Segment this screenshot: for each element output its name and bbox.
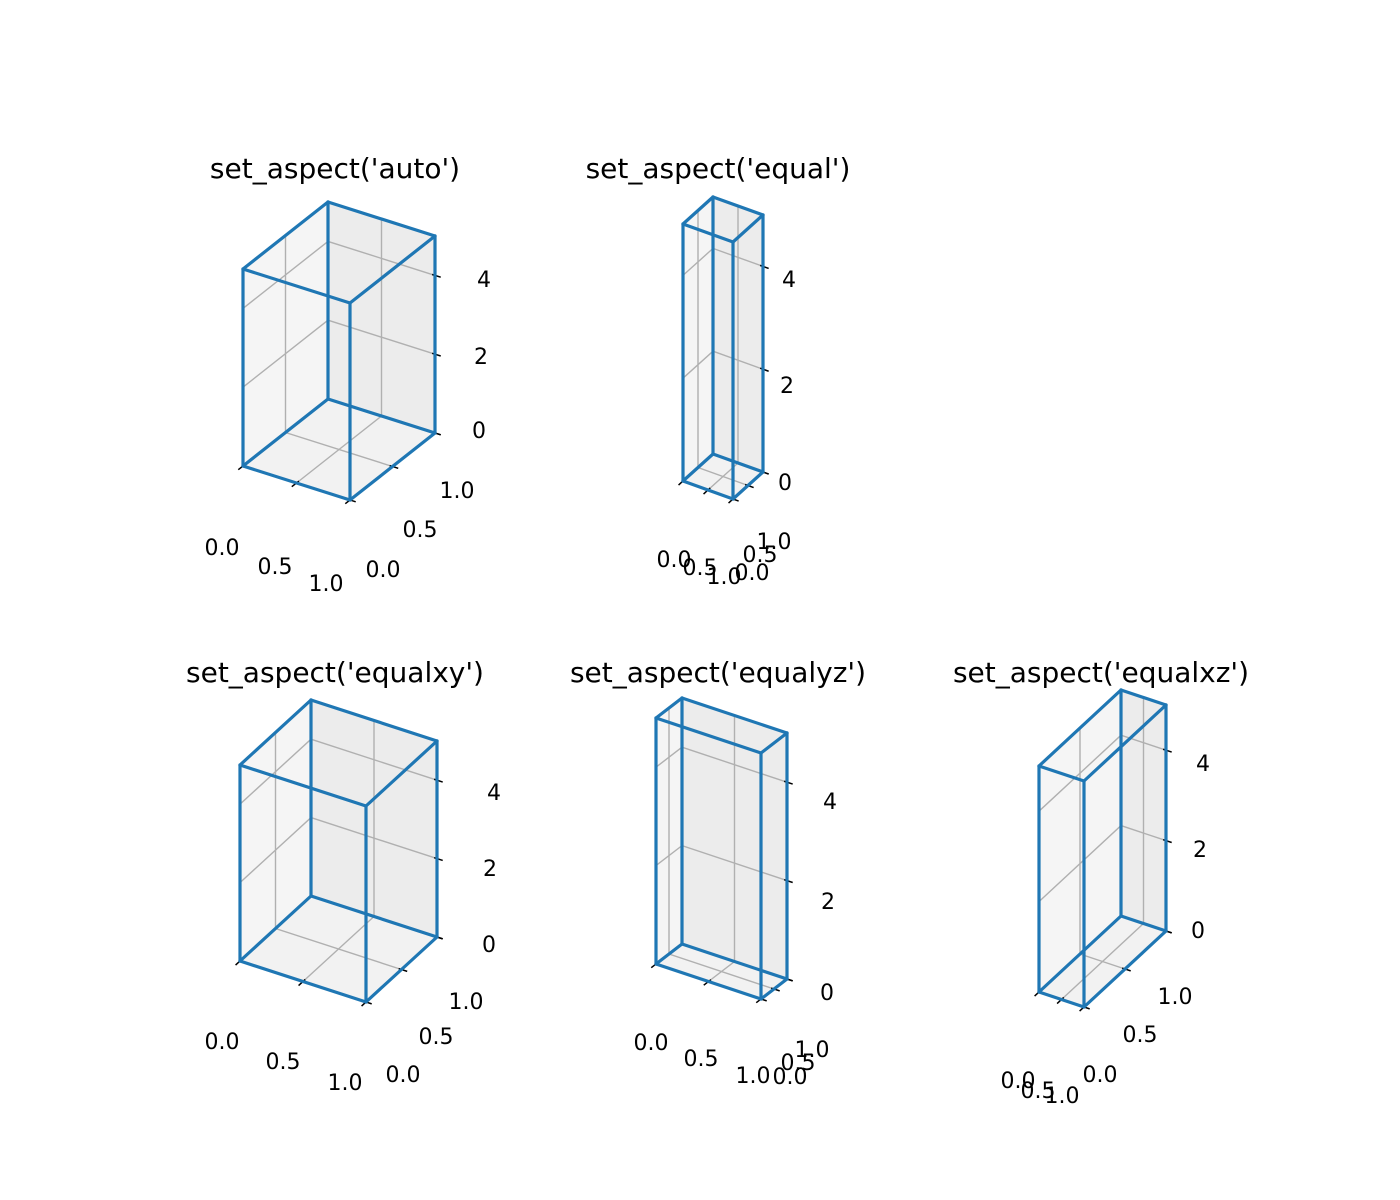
x-tick-label: 0.5 [1021,1079,1056,1104]
z-tick-label: 0 [482,933,496,958]
subplot-title: set_aspect('equal') [586,152,851,185]
box-edge [711,195,765,217]
x-tick-label: 0.0 [1001,1069,1036,1094]
box-edge [681,222,735,244]
box-edge [1119,688,1168,707]
box-edge [326,200,437,238]
z-tick-label: 2 [780,374,794,399]
x-tick-label: 1.0 [707,565,742,590]
x-tick-label: 0.5 [684,1047,719,1072]
box-edge [309,698,439,743]
box-edge [241,464,352,502]
box-edge [364,739,439,808]
box-edge [238,959,368,1004]
x-tick-label: 0.0 [205,1030,240,1055]
box-edge [241,267,352,305]
z-tick-label: 0 [820,981,834,1006]
subplot-title: set_aspect('equalxy') [186,656,484,689]
box-edge [654,696,684,720]
z-tick-label: 0 [778,471,792,496]
box-edge [711,452,765,474]
box-edge [238,698,313,767]
y-tick-label: 1.0 [440,479,475,504]
box-edge [680,942,789,981]
box-edge [364,935,439,1004]
box-edge [681,452,715,483]
z-tick-label: 2 [1193,838,1207,863]
y-tick-label: 0.0 [773,1065,808,1090]
subplot-title: set_aspect('equalxz') [953,656,1249,689]
subplot-5: set_aspect('equalxz')0.00.51.00.00.51.00… [953,656,1249,1109]
box-edge [241,200,330,271]
x-tick-label: 0.0 [205,536,240,561]
z-tick-label: 0 [472,419,486,444]
y-tick-label: 0.5 [403,518,438,543]
z-tick-label: 4 [823,790,837,815]
x-tick-label: 1.0 [1045,1084,1080,1109]
box-edge [1082,929,1168,1009]
box-edge [238,763,368,808]
box-edge [654,942,684,966]
box-edge [759,731,789,755]
box-edge [1082,703,1168,783]
y-tick-label: 1.0 [1158,985,1193,1010]
subplot-3: set_aspect('equalxy') 0.0 0.5 1.0 0.0 0.5 1.0 0… [186,656,501,1096]
box-edge [1119,914,1168,933]
z-tick-label: 4 [477,268,491,293]
box-edge [348,431,437,502]
box-edge [654,962,763,1001]
box-edge [326,397,437,435]
y-tick-label: 1.0 [449,990,484,1015]
x-tick-label: 0.5 [258,555,293,580]
box-edge [681,479,735,501]
z-tick-label: 4 [487,781,501,806]
box-edge [1037,990,1086,1009]
box-edge [309,894,439,939]
box-edge [731,470,765,501]
x-tick-label: 1.0 [736,1064,771,1089]
y-tick-label: 0.0 [366,558,401,583]
subplot-title: set_aspect('equalyz') [570,656,866,689]
z-tick-label: 2 [821,890,835,915]
box-edge [731,213,765,244]
subplots: set_aspect('auto')0.00.51.00.00.51.0024s… [186,152,1249,1109]
box-edge [654,716,763,755]
y-tick-label: 0.5 [743,543,778,568]
y-tick-label: 0.5 [1123,1023,1158,1048]
z-tick-label: 4 [782,268,796,293]
y-tick-label: 0.0 [735,561,770,586]
x-tick-label: 1.0 [328,1071,363,1096]
box-edge [680,696,789,735]
subplot-title: set_aspect('auto') [210,152,460,185]
z-tick-label: 4 [1196,752,1210,777]
x-tick-label: 0.5 [683,556,718,581]
box-edge [681,195,715,226]
y-tick-label: 0.0 [1083,1063,1118,1088]
y-tick-label: 0.0 [386,1063,421,1088]
y-tick-label: 1.0 [757,530,792,555]
x-tick-label: 1.0 [309,572,344,597]
x-tick-label: 0.0 [634,1031,669,1056]
box-edge [759,977,789,1001]
y-tick-label: 1.0 [795,1038,830,1063]
box-edge [1037,688,1123,768]
box-edge [241,397,330,468]
box-edge [1037,764,1086,783]
box-edge [238,894,313,963]
z-tick-label: 0 [1191,919,1205,944]
x-tick-label: 0.0 [657,548,692,573]
z-tick-label: 2 [474,345,488,370]
y-tick-label: 0.5 [781,1051,816,1076]
y-tick-label: 0.5 [419,1025,454,1050]
x-tick-label: 0.5 [266,1050,301,1075]
box-edge [348,234,437,305]
box-edge [1037,914,1123,994]
z-tick-label: 2 [483,857,497,882]
